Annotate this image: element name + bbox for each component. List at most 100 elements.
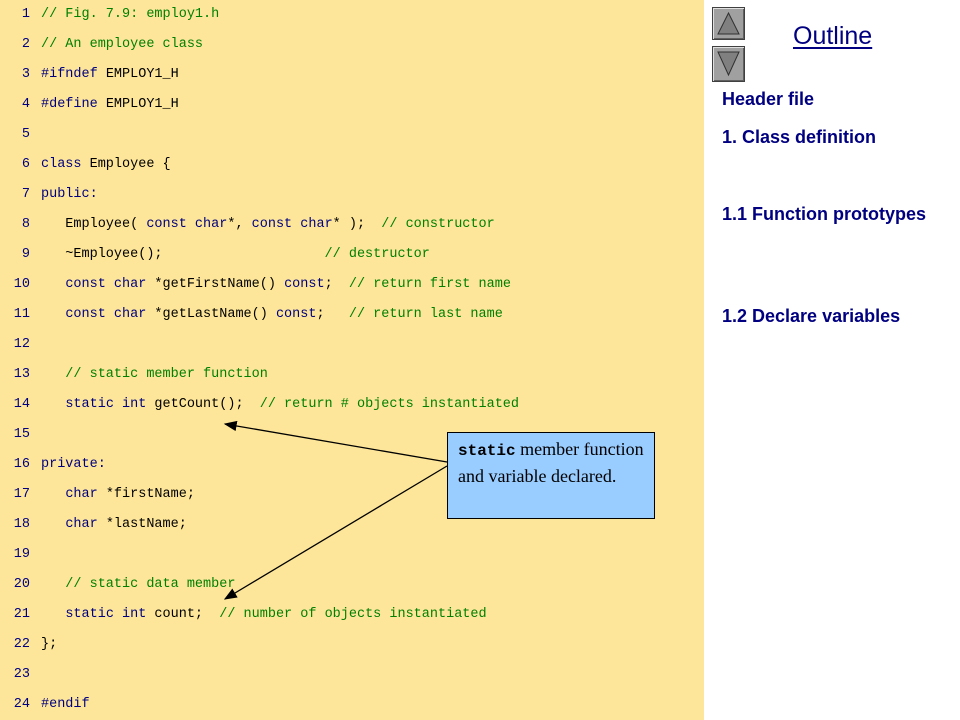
code-token-plain: ; <box>324 277 349 292</box>
triangle-up-icon <box>717 11 740 35</box>
code-line: 22}; <box>0 630 57 660</box>
line-number: 18 <box>13 517 30 532</box>
code-token-plain: getCount(); <box>146 397 260 412</box>
line-number: 13 <box>13 367 30 382</box>
code-line: 8 Employee( const char*, const char* ); … <box>0 210 495 240</box>
line-number: 21 <box>13 607 30 622</box>
code-token-plain: *lastName; <box>97 517 187 532</box>
next-slide-button[interactable] <box>712 46 745 82</box>
code-token-comment: // Fig. 7.9: employ1.h <box>41 7 220 22</box>
code-token-keyword: static int <box>65 607 147 622</box>
code-token-plain: *getLastName() <box>146 307 276 322</box>
outline-item-class-definition: 1. Class definition <box>722 127 877 147</box>
previous-slide-button[interactable] <box>712 7 745 40</box>
code-token-keyword: const char <box>146 217 228 232</box>
code-line: 24 #endif <box>0 690 90 720</box>
line-number: 9 <box>21 247 30 262</box>
code-token-comment: // static member function <box>41 367 268 382</box>
line-number: 20 <box>13 577 30 592</box>
line-number: 17 <box>13 487 30 502</box>
code-token-plain: *, <box>227 217 252 232</box>
line-number: 11 <box>13 307 30 322</box>
code-token-comment: // destructor <box>324 247 430 262</box>
line-number: 22 <box>13 637 30 652</box>
code-token-keyword: #define <box>41 97 106 112</box>
code-line: 19 <box>0 540 41 570</box>
code-token-keyword: static int <box>65 397 147 412</box>
code-line: 10 const char *getFirstName() const; // … <box>0 270 511 300</box>
code-token-comment: // An employee class <box>41 37 204 52</box>
line-number: 24 <box>13 697 30 712</box>
code-line: 14 static int getCount(); // return # ob… <box>0 390 519 420</box>
code-token-plain: ; <box>316 307 349 322</box>
code-line: 15 <box>0 420 41 450</box>
arrow-to-getcount <box>223 420 448 463</box>
outline-panel <box>704 0 960 720</box>
code-token-keyword: const <box>284 277 325 292</box>
code-line: 2 // An employee class <box>0 30 203 60</box>
code-token-comment: // static data member <box>41 577 236 592</box>
line-number: 8 <box>21 217 30 232</box>
line-number: 3 <box>21 67 30 82</box>
code-line: 17 char *firstName; <box>0 480 195 510</box>
triangle-down-icon <box>717 51 740 77</box>
code-line: 1 // Fig. 7.9: employ1.h <box>0 0 219 30</box>
code-line: 9 ~Employee(); // destructor <box>0 240 430 270</box>
callout-text: member function and variable declared. <box>458 439 644 486</box>
code-line: 5 <box>0 120 41 150</box>
code-token-keyword: private: <box>41 457 106 472</box>
code-token-keyword: char <box>65 517 98 532</box>
code-line: 16 private: <box>0 450 106 480</box>
line-number: 15 <box>13 427 30 442</box>
code-token-keyword: const char <box>65 307 147 322</box>
code-line: 13 // static member function <box>0 360 268 390</box>
line-number: 5 <box>21 127 30 142</box>
code-token-keyword: class <box>41 157 90 172</box>
line-number: 7 <box>21 187 30 202</box>
line-number: 12 <box>13 337 30 352</box>
code-token-plain: *getFirstName() <box>146 277 285 292</box>
line-number: 19 <box>13 547 30 562</box>
code-token-plain: Employee { <box>89 157 171 172</box>
outline-item-header-file: Header file <box>722 89 815 109</box>
code-token-keyword: const char <box>251 217 333 232</box>
code-token-keyword: #endif <box>41 697 90 712</box>
code-line: 21 static int count; // number of object… <box>0 600 487 630</box>
code-token-comment: // return last name <box>348 307 503 322</box>
line-number: 1 <box>21 7 30 22</box>
code-line: 23 <box>0 660 41 690</box>
line-number: 14 <box>13 397 30 412</box>
code-line: 7 public: <box>0 180 98 210</box>
callout-keyword: static <box>458 442 516 460</box>
callout-box: static member function and variable decl… <box>447 432 655 519</box>
outline-item-function-prototypes: 1.1 Function prototypes <box>722 204 927 224</box>
code-line: 12 <box>0 330 41 360</box>
code-line: 20 // static data member <box>0 570 236 600</box>
line-number: 6 <box>21 157 30 172</box>
code-token-keyword: const char <box>65 277 147 292</box>
code-token-plain: }; <box>41 637 58 652</box>
code-token-plain: * ); <box>332 217 382 232</box>
line-number: 23 <box>13 667 30 682</box>
code-token-keyword: #ifndef <box>41 67 106 82</box>
code-token-comment: // return # objects instantiated <box>259 397 519 412</box>
code-token-keyword: char <box>65 487 98 502</box>
outline-title[interactable]: Outline <box>793 22 873 50</box>
line-number: 10 <box>13 277 30 292</box>
line-number: 2 <box>21 37 30 52</box>
code-token-keyword: public: <box>41 187 98 202</box>
code-line: 6 class Employee { <box>0 150 171 180</box>
code-listing: 1 // Fig. 7.9: employ1.h 2 // An employee c… <box>0 0 704 720</box>
code-token-plain: EMPLOY1_H <box>105 67 179 82</box>
code-token-plain: Employee( <box>41 217 147 232</box>
code-token-comment: // number of objects instantiated <box>219 607 487 622</box>
code-token-plain: *firstName; <box>97 487 195 502</box>
code-line: 18 char *lastName; <box>0 510 187 540</box>
line-number: 16 <box>13 457 30 472</box>
code-token-comment: // constructor <box>381 217 495 232</box>
code-token-plain: count; <box>146 607 220 622</box>
code-line: 11 const char *getLastName() const; // r… <box>0 300 503 330</box>
code-token-comment: // return first name <box>348 277 511 292</box>
code-token-keyword: const <box>275 307 317 322</box>
